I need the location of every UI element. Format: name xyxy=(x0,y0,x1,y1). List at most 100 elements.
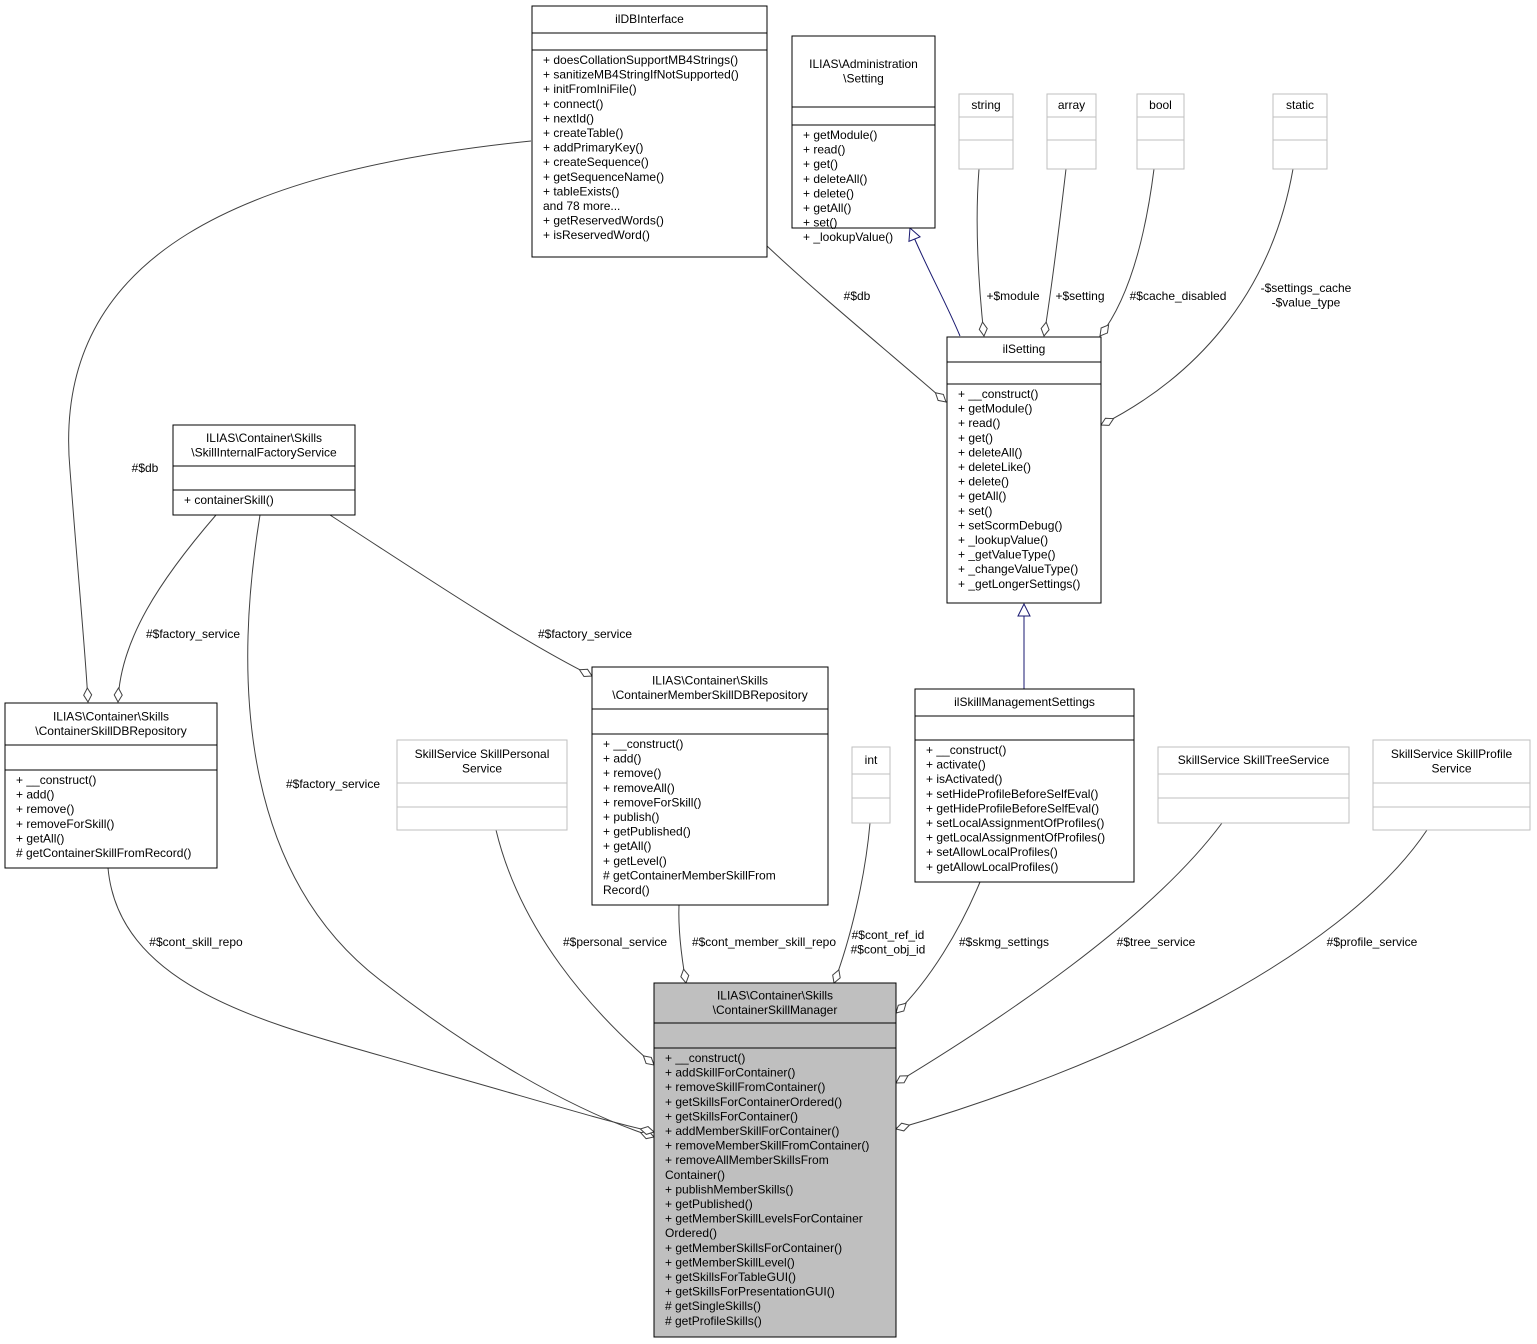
class-method: + _changeValueType() xyxy=(958,562,1078,576)
class-method: + nextId() xyxy=(543,111,594,125)
class-method: + remove() xyxy=(16,802,74,816)
association-edge xyxy=(1100,168,1294,426)
edge-label: #$factory_service xyxy=(146,627,240,641)
class-array[interactable]: array xyxy=(1046,93,1097,170)
class-title: ILIAS\Container\Skills xyxy=(652,673,768,687)
class-title: ILIAS\Administration xyxy=(809,57,918,71)
class-method: + containerSkill() xyxy=(184,493,274,507)
class-ContainerMemberSkillDBRepository[interactable]: ILIAS\Container\Skills\ContainerMemberSk… xyxy=(591,666,829,906)
class-method: + createTable() xyxy=(543,126,623,140)
class-title: int xyxy=(865,753,878,767)
class-method: + getSkillsForContainer() xyxy=(665,1109,798,1123)
class-string[interactable]: string xyxy=(958,93,1014,170)
edge-label: #$cont_skill_repo xyxy=(149,935,243,949)
class-method: + setScormDebug() xyxy=(958,518,1062,532)
class-box xyxy=(1372,739,1531,831)
class-method: + tableExists() xyxy=(543,184,619,198)
class-method: + deleteAll() xyxy=(958,445,1022,459)
class-method: + publishMemberSkills() xyxy=(665,1182,793,1196)
class-title: SkillService SkillPersonal xyxy=(415,747,550,761)
class-method: + removeAll() xyxy=(603,781,675,795)
class-ilSkillManagementSettings[interactable]: ilSkillManagementSettings+ __construct()… xyxy=(914,688,1135,883)
class-method: + delete() xyxy=(958,475,1009,489)
class-method: + getSequenceName() xyxy=(543,170,664,184)
class-method: + getPublished() xyxy=(603,825,691,839)
association-edge xyxy=(113,514,217,704)
class-method: + _lookupValue() xyxy=(803,230,893,244)
class-method: + doesCollationSupportMB4Strings() xyxy=(543,53,738,67)
association-edge xyxy=(766,245,947,403)
class-method: + removeMemberSkillFromContainer() xyxy=(665,1139,869,1153)
class-method: + deleteAll() xyxy=(803,172,867,186)
class-box xyxy=(914,688,1135,883)
class-box xyxy=(1272,93,1328,170)
class-ilSetting[interactable]: ilSetting+ __construct()+ getModule()+ r… xyxy=(946,336,1102,604)
class-method: + remove() xyxy=(603,766,661,780)
class-box xyxy=(1136,93,1185,170)
class-method: + deleteLike() xyxy=(958,460,1031,474)
class-method: Record() xyxy=(603,883,650,897)
class-method: + __construct() xyxy=(665,1051,745,1065)
class-method: # getContainerSkillFromRecord() xyxy=(16,846,191,860)
class-method: + getPublished() xyxy=(665,1197,753,1211)
class-title: bool xyxy=(1149,98,1172,112)
class-SkillInternalFactoryService[interactable]: ILIAS\Container\Skills\SkillInternalFact… xyxy=(172,424,356,516)
class-ContainerSkillManager[interactable]: ILIAS\Container\Skills\ContainerSkillMan… xyxy=(653,982,897,1338)
class-method: + isReservedWord() xyxy=(543,228,650,242)
class-method: + removeForSkill() xyxy=(16,817,114,831)
class-method: + getHideProfileBeforeSelfEval() xyxy=(926,801,1099,815)
edge-label: #$profile_service xyxy=(1327,935,1418,949)
class-method: + __construct() xyxy=(603,737,683,751)
class-method: + getModule() xyxy=(803,128,877,142)
class-title: ilSkillManagementSettings xyxy=(954,695,1095,709)
class-ContainerSkillDBRepository[interactable]: ILIAS\Container\Skills\ContainerSkillDBR… xyxy=(4,702,218,869)
class-ilDBInterface[interactable]: ilDBInterface + doesCollationSupportMB4St… xyxy=(531,5,768,258)
class-method: + __construct() xyxy=(16,773,96,787)
class-method: + __construct() xyxy=(958,387,1038,401)
class-method: + getMemberSkillLevel() xyxy=(665,1255,795,1269)
class-method: + getLevel() xyxy=(603,854,667,868)
class-method: + get() xyxy=(958,431,993,445)
class-title: \SkillInternalFactoryService xyxy=(191,446,337,460)
association-edge xyxy=(1040,168,1067,337)
edge-label: #$cont_obj_id xyxy=(851,943,926,957)
class-title: Service xyxy=(462,762,502,776)
class-box xyxy=(396,739,568,831)
class-method: + read() xyxy=(958,416,1000,430)
edge-label: #$db xyxy=(844,289,871,303)
edge-label: #$db xyxy=(0,0,14,3)
class-box xyxy=(653,982,897,1338)
edge-label: #$personal_service xyxy=(563,935,667,949)
class-method: + removeSkillFromContainer() xyxy=(665,1080,825,1094)
class-title: ilDBInterface xyxy=(615,12,684,26)
class-title: ILIAS\Container\Skills xyxy=(206,431,322,445)
edge-label: +$module xyxy=(986,289,1039,303)
class-SkillTreeService[interactable]: SkillService SkillTreeService xyxy=(1157,746,1350,824)
class-bool[interactable]: bool xyxy=(1136,93,1185,170)
class-method: Ordered() xyxy=(665,1226,717,1240)
class-method: + read() xyxy=(803,143,845,157)
edge-label: +$setting xyxy=(1055,289,1104,303)
class-AdminSetting[interactable]: ILIAS\Administration\Setting+ getModule(… xyxy=(791,35,936,244)
edge-label: #$cont_member_skill_repo xyxy=(692,935,836,949)
class-method: + isActivated() xyxy=(926,772,1002,786)
edge-label: -$settings_cache xyxy=(1261,281,1352,295)
class-method: + removeAllMemberSkillsFrom xyxy=(665,1153,829,1167)
class-static[interactable]: static xyxy=(1272,93,1328,170)
class-method: + getMemberSkillsForContainer() xyxy=(665,1241,842,1255)
class-method: Container() xyxy=(665,1168,725,1182)
association-edge xyxy=(247,514,655,1140)
edge-label: #$factory_service xyxy=(286,777,380,791)
association-edge xyxy=(976,168,988,338)
class-method: + activate() xyxy=(926,758,986,772)
class-method: + set() xyxy=(958,504,992,518)
class-method: + addMemberSkillForContainer() xyxy=(665,1124,839,1138)
class-method: + get() xyxy=(803,157,838,171)
association-edge xyxy=(895,829,1428,1132)
class-box xyxy=(958,93,1014,170)
class-method: + removeForSkill() xyxy=(603,795,701,809)
class-method: # getProfileSkills() xyxy=(665,1314,762,1328)
class-int[interactable]: int xyxy=(851,746,891,824)
